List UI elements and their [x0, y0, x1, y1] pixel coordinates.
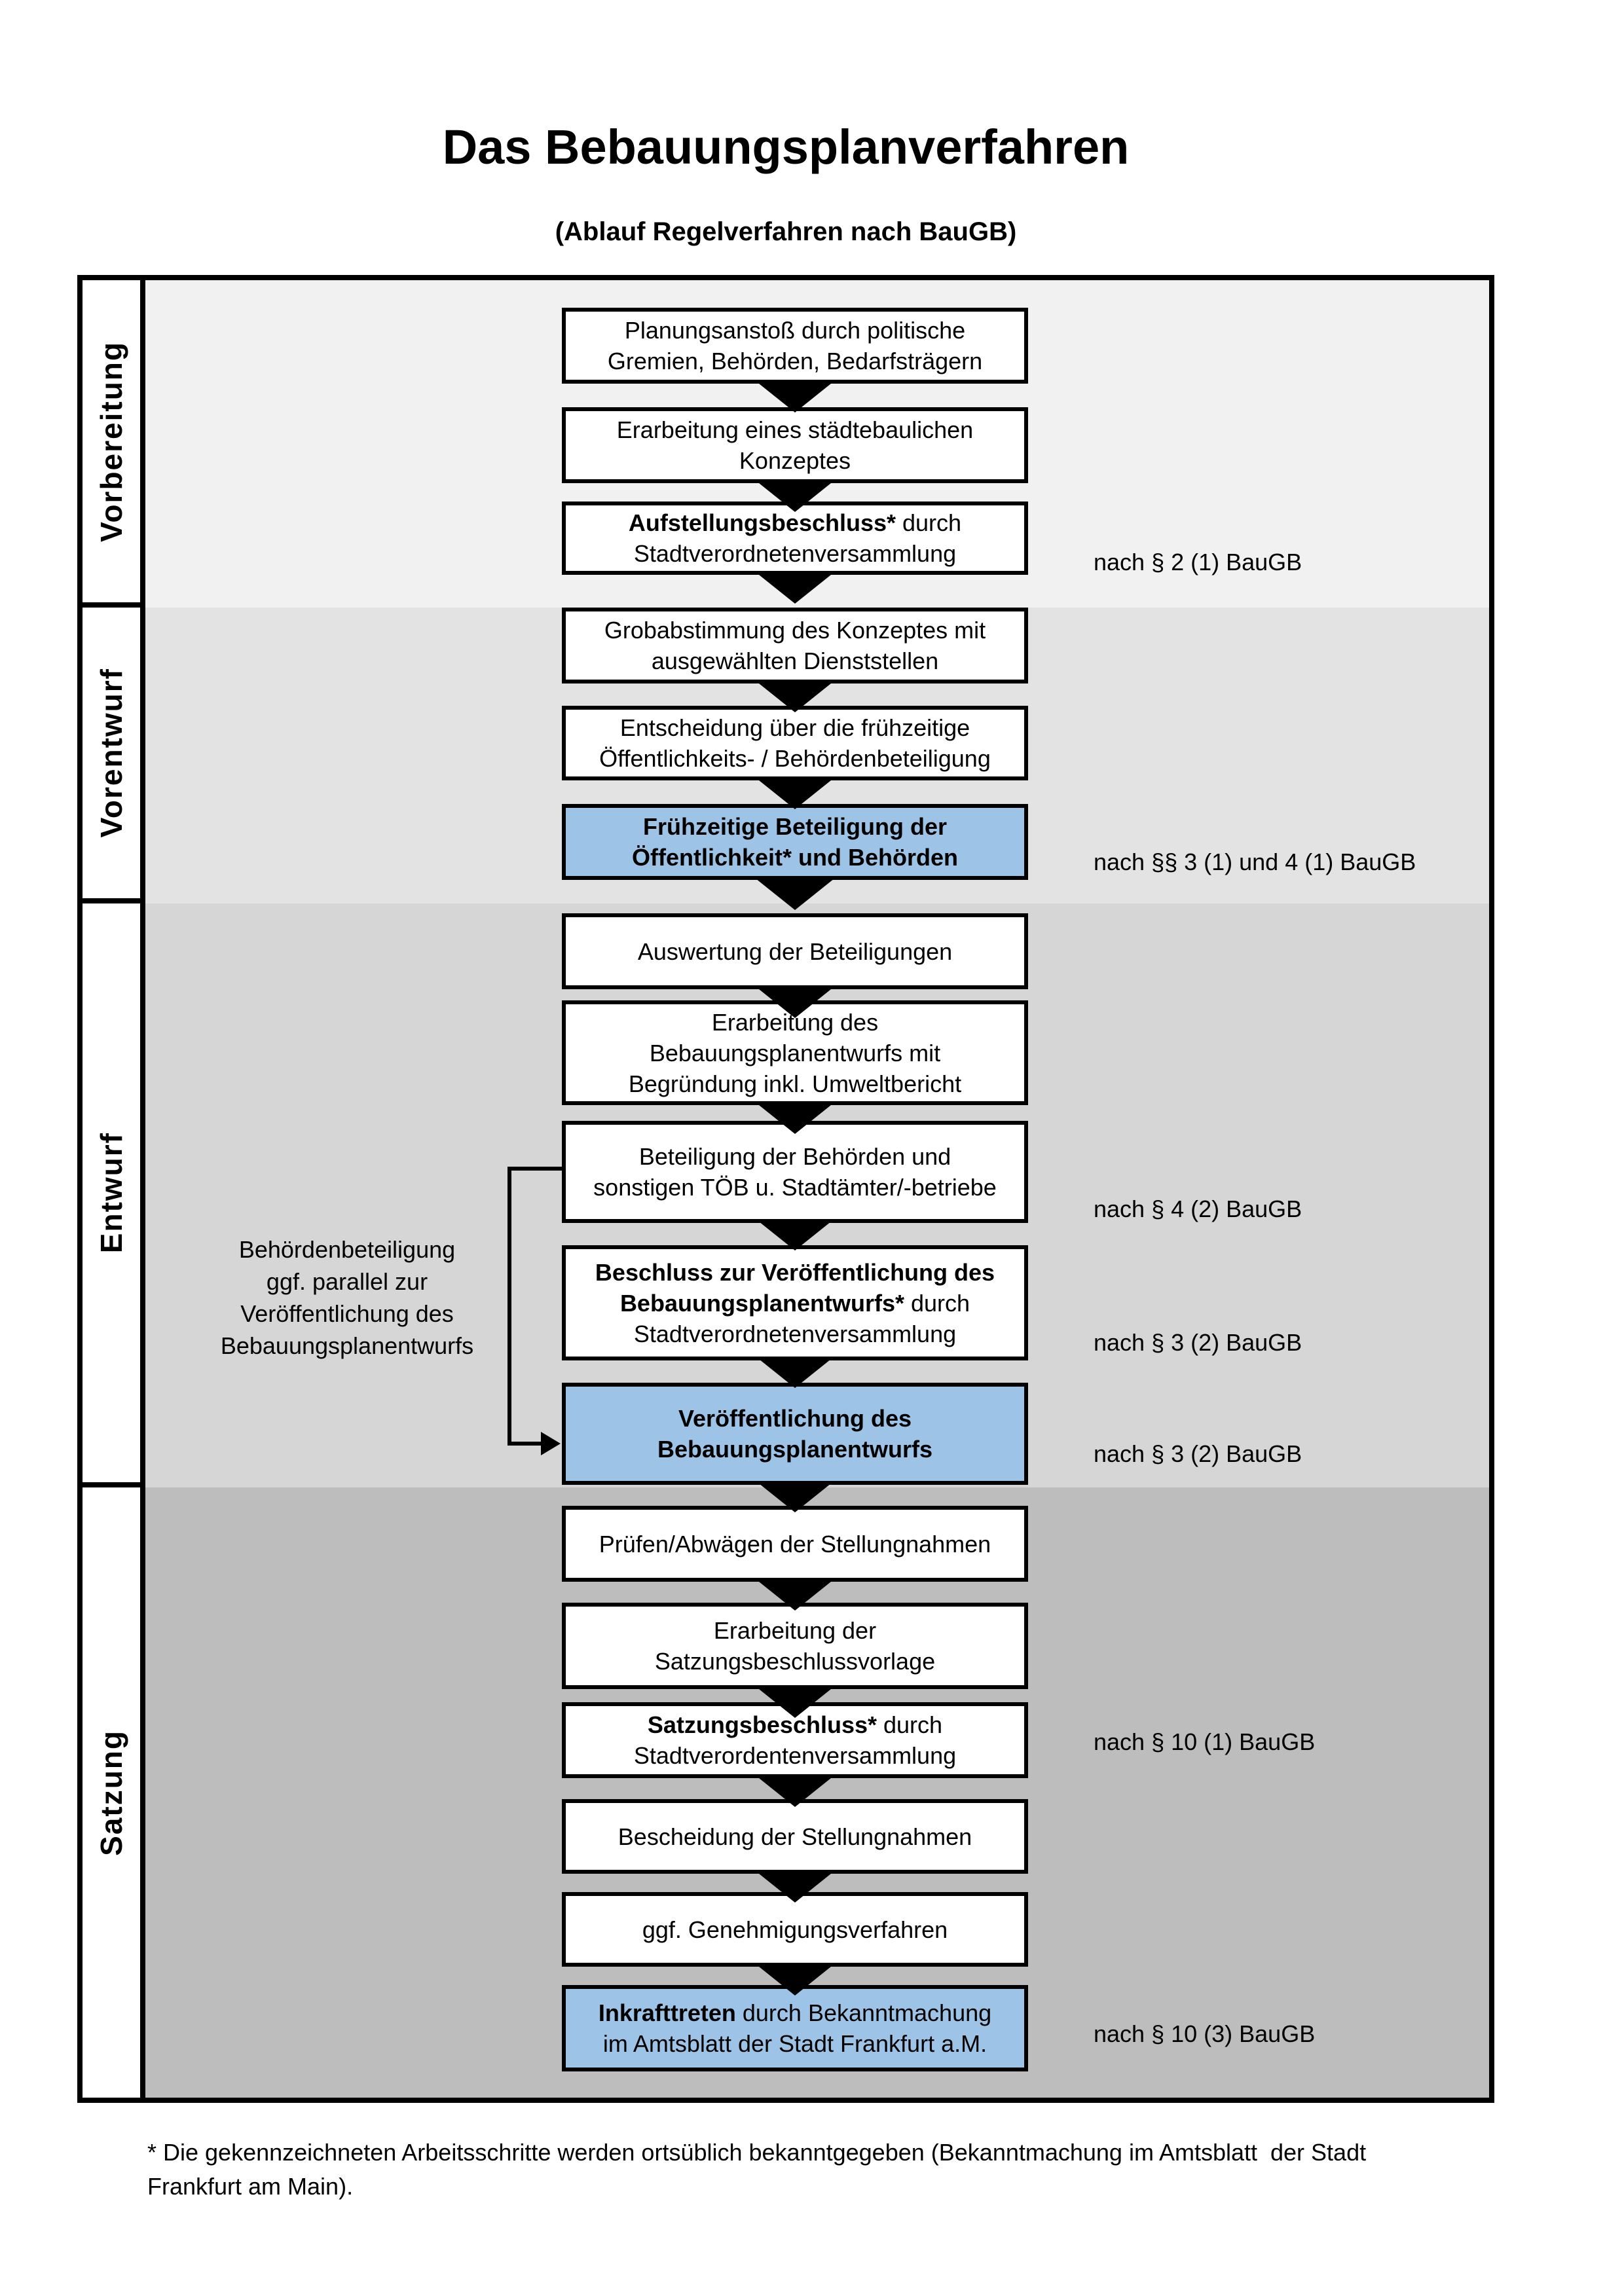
arrow-down-icon — [756, 987, 834, 1018]
arrow-down-icon — [756, 1219, 834, 1250]
arrow-down-icon — [756, 1964, 834, 1995]
arrow-down-icon — [756, 481, 834, 512]
legal-ref-inkrafttreten: nach § 10 (3) BauGB — [1094, 2020, 1316, 2047]
legal-ref-fruehzeitige-beteiligung: nach §§ 3 (1) und 4 (1) BauGB — [1094, 848, 1416, 875]
phase-label-text: Satzung — [94, 1729, 128, 1856]
phase-label-entwurf: Entwurf — [77, 898, 145, 1487]
step-text: Bescheidung der Stellungnahmen — [618, 1823, 972, 1850]
step-auswertung-beteiligungen: Auswertung der Beteiligungen — [562, 913, 1028, 989]
arrow-down-icon — [756, 1686, 834, 1718]
arrow-down-icon — [756, 572, 834, 604]
arrow-down-icon — [756, 1102, 834, 1134]
phase-label-text: Entwurf — [94, 1132, 128, 1254]
phase-label-text: Vorentwurf — [94, 668, 128, 838]
page-title: Das Bebauungsplanverfahren — [442, 120, 1130, 174]
bracket-bottom-line — [507, 1442, 544, 1446]
legal-ref-veroeffentlichung: nach § 3 (2) BauGB — [1094, 1440, 1302, 1467]
step-text: ggf. Genehmigungsverfahren — [642, 1916, 948, 1943]
phase-label-vorentwurf: Vorentwurf — [77, 602, 145, 903]
legal-ref-behoerdenbeteiligung: nach § 4 (2) BauGB — [1094, 1195, 1302, 1222]
arrow-down-icon — [756, 1776, 834, 1807]
page-subtitle: (Ablauf Regelverfahren nach BauGB) — [555, 217, 1017, 246]
phase-label-text: Vorbereitung — [94, 340, 128, 542]
bracket-vertical-line — [507, 1167, 511, 1446]
legal-ref-satzungsbeschluss: nach § 10 (1) BauGB — [1094, 1728, 1316, 1755]
arrow-down-icon — [756, 1357, 834, 1388]
arrow-down-icon — [756, 879, 834, 910]
legal-ref-aufstellungsbeschluss: nach § 2 (1) BauGB — [1094, 549, 1302, 575]
arrow-down-icon — [756, 681, 834, 712]
arrow-down-icon — [756, 1579, 834, 1611]
phase-label-satzung: Satzung — [77, 1482, 145, 2103]
bracket-top-line — [507, 1167, 562, 1171]
arrow-down-icon — [756, 1871, 834, 1903]
step-text: Prüfen/Abwägen der Stellungnahmen — [599, 1530, 991, 1558]
step-genehmigungsverfahren: ggf. Genehmigungsverfahren — [562, 1892, 1028, 1967]
phase-label-vorbereitung: Vorbereitung — [77, 275, 145, 608]
legal-ref-beschluss-veroeffentlichung: nach § 3 (2) BauGB — [1094, 1329, 1302, 1356]
step-text: Auswertung der Beteiligungen — [637, 938, 953, 965]
arrow-down-icon — [756, 381, 834, 412]
arrow-down-icon — [756, 1481, 834, 1512]
arrow-down-icon — [756, 778, 834, 809]
footnote: * Die gekennzeichneten Arbeitsschritte w… — [147, 2139, 1367, 2200]
step-pruefen-abwaegen: Prüfen/Abwägen der Stellungnahmen — [562, 1506, 1028, 1582]
arrow-right-icon — [541, 1432, 561, 1455]
step-bescheidung-stellungnahmen: Bescheidung der Stellungnahmen — [562, 1799, 1028, 1874]
